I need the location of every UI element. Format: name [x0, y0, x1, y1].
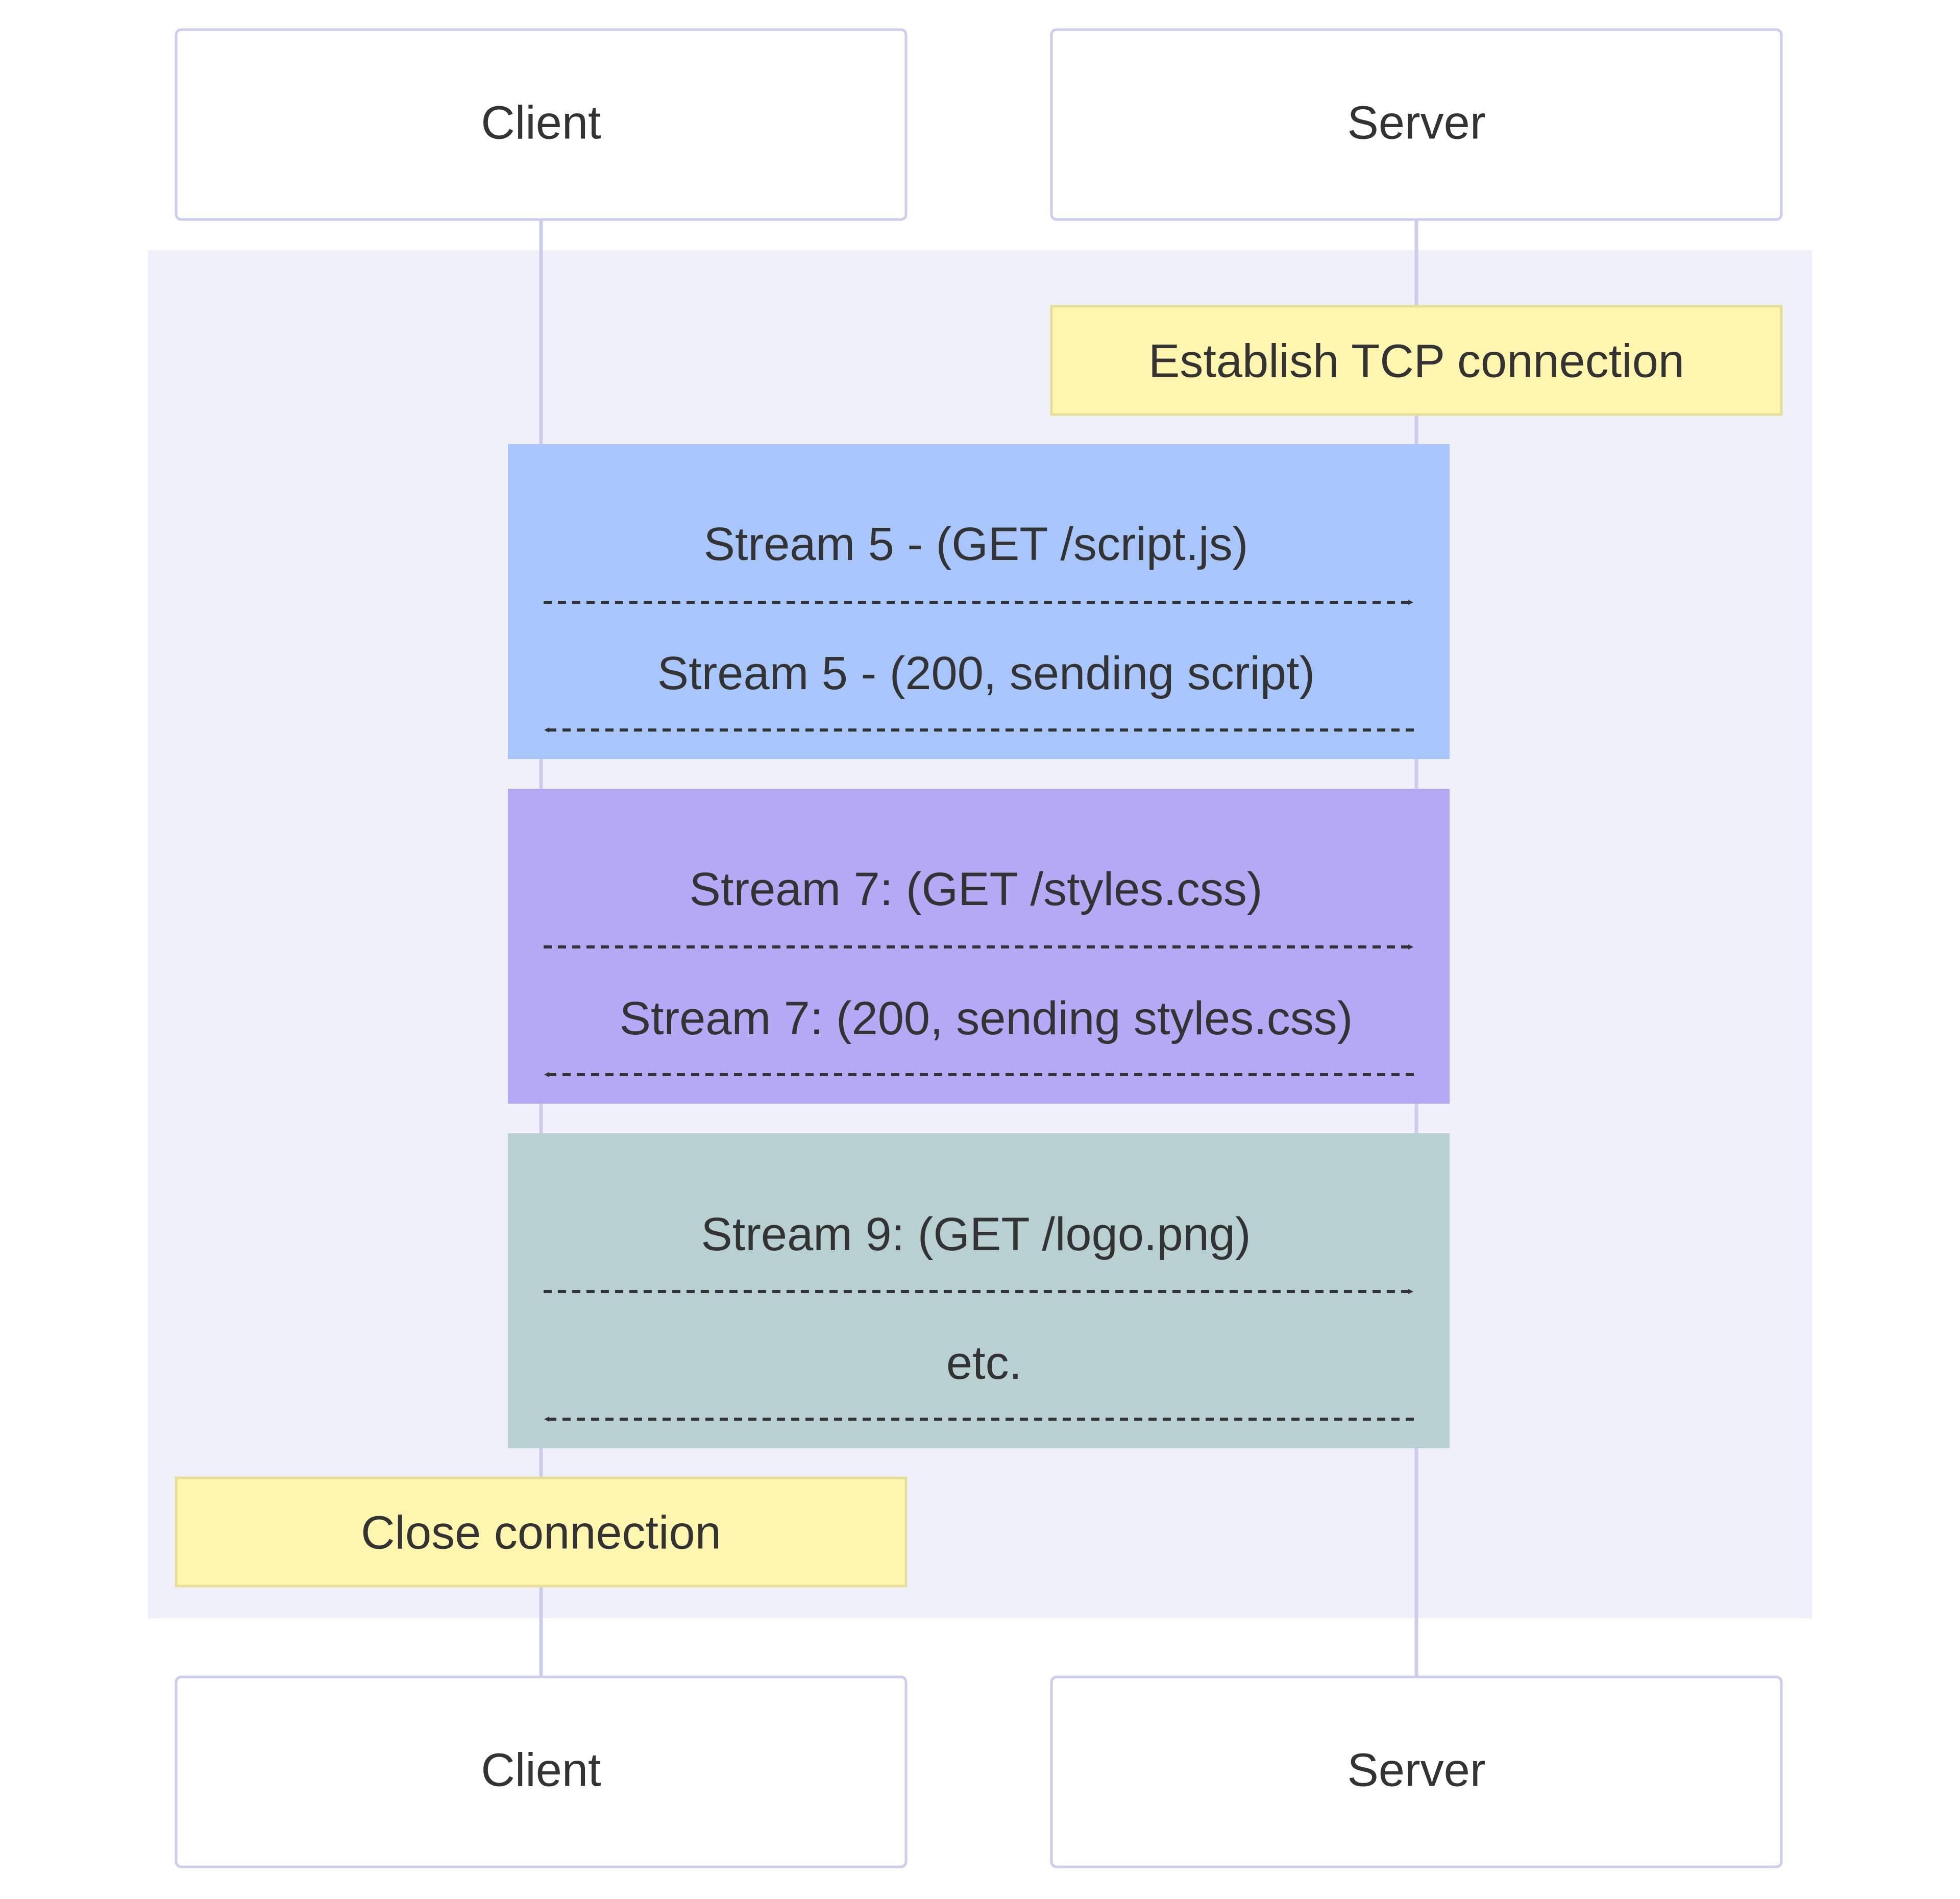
stream-9-block: Stream 9: (GET /logo.png) etc.: [508, 1133, 1450, 1448]
participant-label: Client: [481, 1744, 601, 1796]
message-label: Stream 9: (GET /logo.png): [701, 1208, 1251, 1260]
message-label: Stream 7: (GET /styles.css): [690, 863, 1263, 915]
message-label: Stream 5 - (200, sending script): [657, 647, 1315, 699]
participant-client-top: Client: [175, 28, 908, 221]
stream-7-block: Stream 7: (GET /styles.css) Stream 7: (2…: [508, 789, 1450, 1104]
participant-label: Client: [481, 96, 601, 149]
message-label: Stream 5 - (GET /script.js): [704, 518, 1248, 570]
note-label: Close connection: [361, 1506, 721, 1559]
participant-label: Server: [1348, 1744, 1486, 1796]
message-label: Stream 7: (200, sending styles.css): [620, 992, 1353, 1044]
stream-5-block: Stream 5 - (GET /script.js) Stream 5 - (…: [508, 444, 1450, 759]
participant-server-top: Server: [1050, 28, 1783, 221]
participant-server-bottom: Server: [1050, 1675, 1783, 1868]
message-label: etc.: [946, 1337, 1022, 1389]
note-label: Establish TCP connection: [1148, 335, 1684, 387]
note-close-connection: Close connection: [175, 1476, 908, 1588]
note-establish-tcp: Establish TCP connection: [1050, 305, 1783, 416]
participant-client-bottom: Client: [175, 1675, 908, 1868]
participant-label: Server: [1348, 96, 1486, 149]
